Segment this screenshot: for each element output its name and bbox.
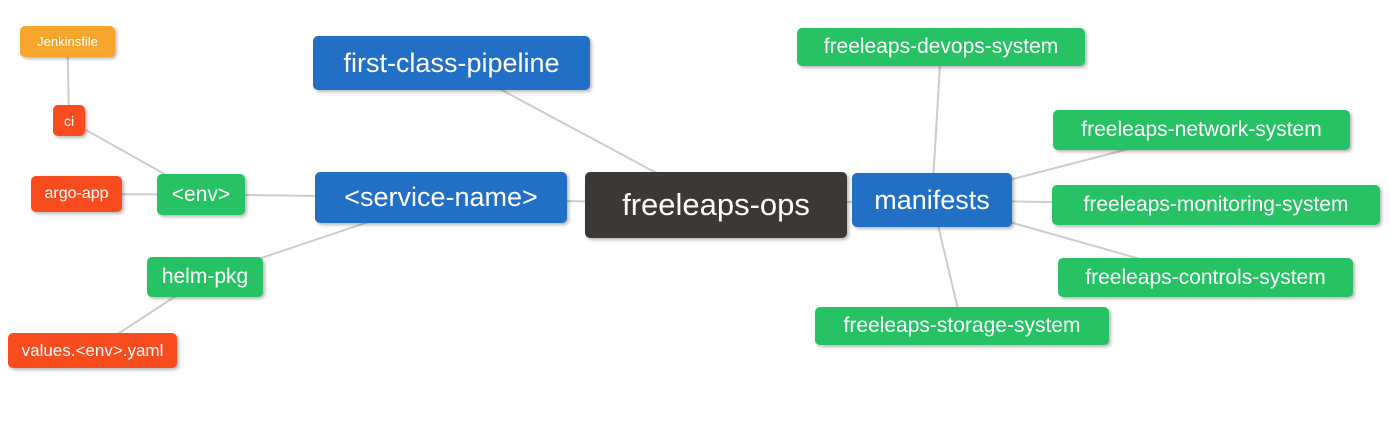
node-first-class-pipeline[interactable]: first-class-pipeline [313,36,590,90]
node-argo-app[interactable]: argo-app [31,176,122,212]
node-manifests[interactable]: manifests [852,173,1012,227]
node-env[interactable]: <env> [157,174,245,215]
node-values-env-yaml[interactable]: values.<env>.yaml [8,333,177,368]
node-freeleaps-storage-system[interactable]: freeleaps-storage-system [815,307,1109,345]
node-freeleaps-network-system[interactable]: freeleaps-network-system [1053,110,1350,150]
node-freeleaps-controls-system[interactable]: freeleaps-controls-system [1058,258,1353,297]
node-helm-pkg[interactable]: helm-pkg [147,257,263,297]
node-ci[interactable]: ci [53,105,85,136]
node-freeleaps-monitoring-system[interactable]: freeleaps-monitoring-system [1052,185,1380,225]
node-service-name[interactable]: <service-name> [315,172,567,223]
node-freeleaps-devops-system[interactable]: freeleaps-devops-system [797,28,1085,66]
node-jenkinsfile[interactable]: Jenkinsfile [20,26,115,57]
node-freeleaps-ops-root[interactable]: freeleaps-ops [585,172,847,238]
